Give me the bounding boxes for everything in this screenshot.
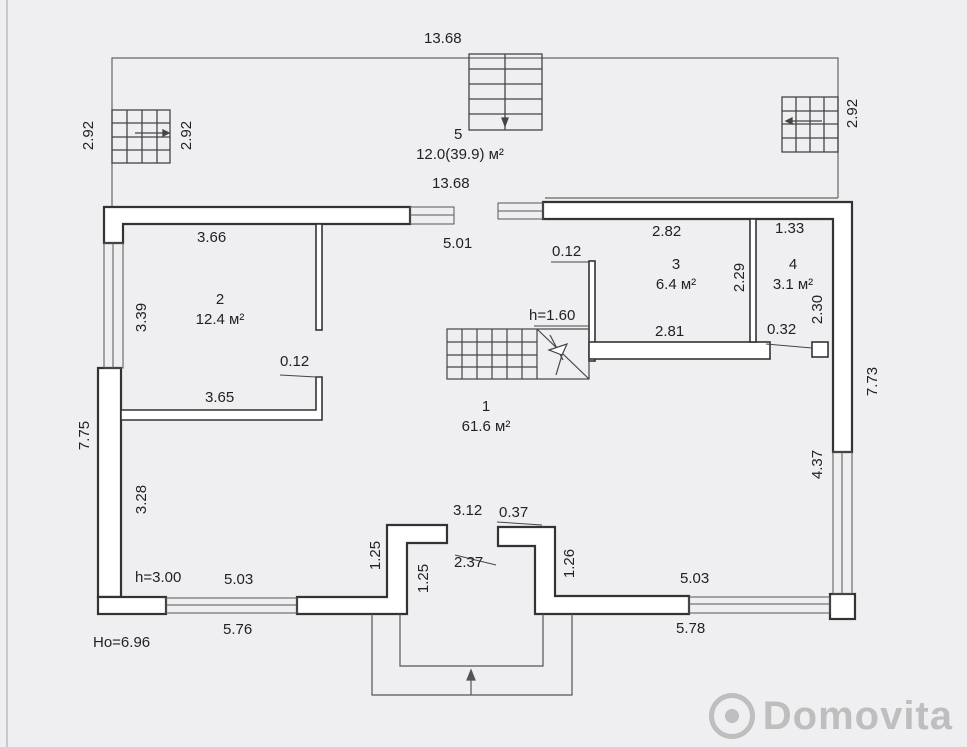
room-1-label: 1 61.6 м²	[446, 397, 526, 438]
dim-terrace-depth-right: 2.92	[844, 98, 862, 129]
dim-room3-bottom: 2.81	[655, 323, 685, 340]
dim-room4-depth: 2.30	[809, 294, 827, 325]
dim-terrace-width-lower: 13.68	[432, 175, 470, 192]
dim-porch-left-outer: 1.25	[367, 540, 385, 571]
dim-left-total: 7.75	[76, 420, 94, 451]
dim-terrace-depth-left: 2.92	[80, 120, 98, 151]
dim-porch-width: 3.12	[453, 502, 483, 519]
room-2-area: 12.4 м²	[195, 311, 245, 329]
dim-terrace-depth-left-inner: 2.92	[178, 120, 196, 151]
dim-ground-level: Ho=6.96	[93, 634, 151, 651]
room-3-number: 3	[671, 256, 681, 273]
dim-stair-wall: 0.12	[552, 243, 582, 260]
dim-room3-width: 2.82	[652, 223, 682, 240]
dim-ceiling-height: h=3.00	[135, 569, 182, 586]
porch-outline	[371, 614, 573, 696]
stair-top	[468, 53, 543, 131]
dim-room4-width: 1.33	[775, 220, 805, 237]
dim-bottom-left-outer: 5.76	[223, 621, 253, 638]
room-3-label: 3 6.4 м²	[636, 255, 716, 296]
dim-room2-depth: 3.39	[133, 302, 151, 333]
domovita-watermark: Domovita	[708, 693, 953, 739]
dim-room2-wall: 0.12	[280, 353, 310, 370]
windows	[103, 202, 853, 614]
dim-left-lower: 3.28	[133, 484, 151, 515]
room-4-area: 3.1 м²	[772, 276, 814, 294]
dim-room2-bottom: 3.65	[205, 389, 235, 406]
dim-bottom-left-inner: 5.03	[224, 571, 254, 588]
dim-bottom-right-inner: 5.03	[680, 570, 710, 587]
room-4-label: 4 3.1 м²	[753, 255, 833, 296]
room-4-number: 4	[788, 256, 798, 273]
room-5-label: 5 12.0(39.9) м²	[380, 125, 540, 166]
stair-interior	[446, 328, 590, 380]
dim-room4-wall: 0.32	[767, 321, 797, 338]
dim-terrace-width: 13.68	[424, 30, 462, 47]
dim-porch-wall: 0.37	[499, 504, 529, 521]
room-1-area: 61.6 м²	[461, 418, 511, 436]
watermark-brand: Domovita	[762, 693, 953, 738]
dim-stair-height: h=1.60	[529, 307, 576, 324]
room-3-area: 6.4 м²	[655, 276, 697, 294]
room-5-area: 12.0(39.9) м²	[416, 146, 504, 164]
room-2-number: 2	[215, 291, 225, 308]
stair-right	[781, 96, 839, 153]
dim-porch-left-inner: 1.25	[415, 563, 433, 594]
domovita-logo-icon	[708, 693, 755, 739]
dim-right-lower: 4.37	[809, 449, 827, 480]
stair-left	[111, 109, 171, 164]
dim-porch-right: 1.26	[561, 548, 579, 579]
room-5-number: 5	[454, 126, 463, 143]
room-2-label: 2 12.4 м²	[180, 290, 260, 331]
dim-bottom-right-outer: 5.78	[676, 620, 706, 637]
dim-porch-diag: 2.37	[454, 554, 484, 571]
dim-room2-width: 3.66	[197, 229, 227, 246]
dim-door-width: 5.01	[443, 235, 473, 252]
dim-right-total: 7.73	[864, 366, 882, 397]
exterior-walls	[96, 200, 857, 621]
dim-room3-depth: 2.29	[731, 262, 749, 293]
dimension-ticks	[279, 261, 813, 566]
room-1-number: 1	[481, 398, 491, 415]
